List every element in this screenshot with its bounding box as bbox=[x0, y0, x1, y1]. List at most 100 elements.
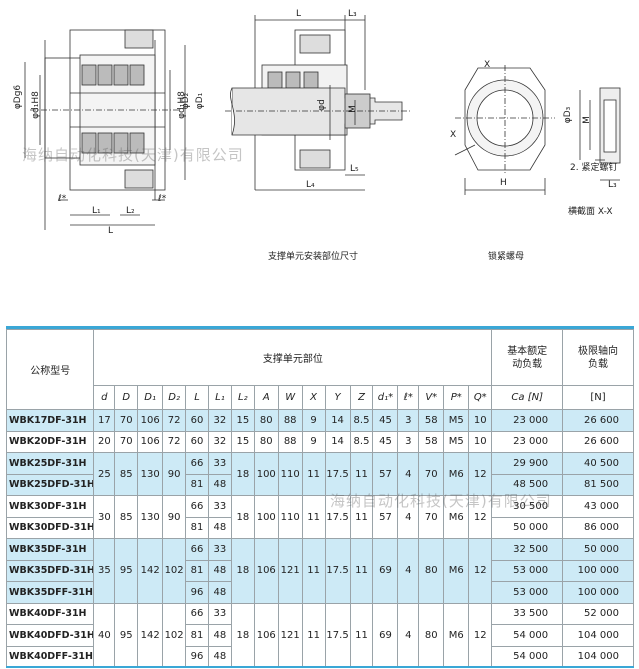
table-cell: M5 bbox=[443, 430, 470, 453]
table-cell: 3 bbox=[397, 409, 420, 432]
label-M: M bbox=[347, 105, 358, 113]
header-ca: 基本额定 动负载 bbox=[491, 329, 564, 386]
table-cell: 25 bbox=[93, 452, 116, 496]
table-cell: 18 bbox=[230, 602, 255, 668]
table-cell: 11 bbox=[349, 602, 374, 668]
table-cell: 70 bbox=[114, 409, 139, 432]
table-cell: 32 bbox=[207, 430, 232, 453]
table-cell: 106 bbox=[253, 602, 279, 668]
support-unit-section-drawing bbox=[24, 29, 186, 230]
limit-cell: 26 600 bbox=[562, 430, 634, 453]
label-d: φd bbox=[316, 99, 327, 111]
limit-cell: 52 000 bbox=[562, 602, 634, 625]
limit-cell: 100 000 bbox=[562, 559, 634, 582]
table-cell: 17.5 bbox=[324, 495, 351, 539]
shaft-assembly-drawing bbox=[225, 15, 410, 191]
table-cell: 33 bbox=[207, 602, 232, 625]
table-cell: 95 bbox=[114, 602, 139, 668]
sym-Z: Z bbox=[349, 385, 374, 410]
sym-X: X bbox=[301, 385, 326, 410]
limit-cell: 86 000 bbox=[562, 516, 634, 539]
table-cell: 8.5 bbox=[349, 409, 374, 432]
table-cell: 72 bbox=[162, 409, 187, 432]
sym-Y: Y bbox=[324, 385, 351, 410]
table-cell: 88 bbox=[277, 409, 303, 432]
label-l-left: ℓ* bbox=[58, 194, 67, 204]
table-cell: 88 bbox=[277, 430, 303, 453]
table-cell: 9 bbox=[301, 409, 326, 432]
table-cell: 66 bbox=[185, 602, 209, 625]
table-cell: 96 bbox=[185, 645, 209, 668]
table-cell: 48 bbox=[207, 559, 232, 582]
limit-cell: 26 600 bbox=[562, 409, 634, 432]
table-cell: 110 bbox=[277, 495, 303, 539]
table-cell: 17 bbox=[93, 409, 116, 432]
cross-section-label: 横截面 X-X bbox=[568, 207, 613, 217]
limit-unit: [N] bbox=[562, 385, 634, 410]
model-cell: WBK25DF-31H bbox=[5, 452, 95, 475]
ca-cell: 29 900 bbox=[491, 452, 564, 475]
table-cell: 17.5 bbox=[324, 538, 351, 604]
table-cell: 14 bbox=[324, 409, 351, 432]
label-X-side: X bbox=[450, 130, 457, 140]
table-cell: 102 bbox=[162, 602, 187, 668]
table-cell: 58 bbox=[418, 430, 445, 453]
table-cell: 66 bbox=[185, 495, 209, 518]
table-cell: 96 bbox=[185, 581, 209, 604]
sym-V: V* bbox=[418, 385, 445, 410]
table-cell: M5 bbox=[443, 409, 470, 432]
ca-cell: 53 000 bbox=[491, 581, 564, 604]
sym-P: P* bbox=[443, 385, 470, 410]
table-cell: 142 bbox=[137, 602, 164, 668]
table-cell: 57 bbox=[372, 452, 399, 496]
sym-d1: d₁* bbox=[372, 385, 399, 410]
table-cell: 81 bbox=[185, 624, 209, 647]
table-cell: 80 bbox=[418, 602, 445, 668]
table-cell: 110 bbox=[277, 452, 303, 496]
table-cell: 48 bbox=[207, 473, 232, 496]
table-cell: 81 bbox=[185, 516, 209, 539]
table-cell: 8.5 bbox=[349, 430, 374, 453]
model-cell: WBK40DFF-31H bbox=[5, 645, 95, 668]
table-cell: 69 bbox=[372, 538, 399, 604]
table-cell: 106 bbox=[137, 430, 164, 453]
table-cell: 15 bbox=[230, 409, 255, 432]
table-cell: 9 bbox=[301, 430, 326, 453]
table-cell: 35 bbox=[93, 538, 116, 604]
header-support-unit: 支撑单元部位 bbox=[93, 329, 493, 386]
table-cell: 70 bbox=[418, 452, 445, 496]
model-cell: WBK25DFD-31H bbox=[5, 473, 95, 496]
ca-cell: 32 500 bbox=[491, 538, 564, 561]
symbol-row: d D D₁ D₂ L L₁ L₂ A W X Y Z d₁* ℓ* V* P*… bbox=[7, 385, 634, 410]
limit-cell: 100 000 bbox=[562, 581, 634, 604]
table-cell: 18 bbox=[230, 495, 255, 539]
table-cell: 18 bbox=[230, 538, 255, 604]
mount-caption: 支撑单元安装部位尺寸 bbox=[268, 252, 359, 262]
model-cell: WBK40DFD-31H bbox=[5, 624, 95, 647]
sym-d: d bbox=[93, 385, 116, 410]
limit-cell: 104 000 bbox=[562, 645, 634, 668]
label-d2: φD₂ bbox=[181, 92, 192, 110]
limit-cell: 50 000 bbox=[562, 538, 634, 561]
table-cell: 130 bbox=[137, 495, 164, 539]
table-cell: 33 bbox=[207, 495, 232, 518]
table-cell: 33 bbox=[207, 538, 232, 561]
table-cell: 90 bbox=[162, 452, 187, 496]
label-L3b: L₃ bbox=[608, 180, 617, 190]
model-cell: WBK30DF-31H bbox=[5, 495, 95, 518]
table-cell: 11 bbox=[301, 538, 326, 604]
sym-Q: Q* bbox=[468, 385, 493, 410]
table-cell: 100 bbox=[253, 495, 279, 539]
label-D3: φD₃ bbox=[563, 106, 574, 124]
table-cell: 3 bbox=[397, 430, 420, 453]
label-L4: L₄ bbox=[306, 180, 315, 190]
label-L-bottom: L bbox=[108, 226, 114, 236]
table-cell: 45 bbox=[372, 430, 399, 453]
table-cell: 80 bbox=[253, 409, 279, 432]
table-cell: 90 bbox=[162, 495, 187, 539]
